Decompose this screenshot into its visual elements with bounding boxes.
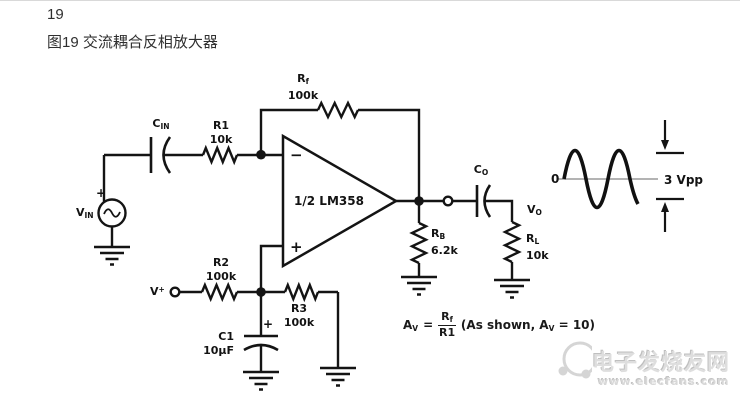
- ground-rl: [492, 278, 532, 299]
- vin-label: VIN: [76, 206, 94, 220]
- formula-lhs: AV: [403, 317, 419, 333]
- ground-vin: [92, 245, 132, 266]
- rl-resistor: [502, 220, 522, 264]
- ground-c1: [241, 370, 281, 391]
- cin-label: CIN: [152, 117, 170, 131]
- rb-resistor: [409, 221, 429, 265]
- waveform: [558, 148, 658, 210]
- figure-caption: 图19 交流耦合反相放大器: [47, 34, 218, 51]
- node-dot-bias: [256, 287, 266, 297]
- r1-resistor: [201, 144, 239, 166]
- sine-wave: [562, 148, 640, 210]
- opamp-triangle: [281, 133, 399, 269]
- formula-equals: =: [423, 318, 434, 333]
- co-label: CO: [473, 163, 489, 177]
- r2-resistor: [200, 281, 239, 303]
- vplus-terminal: [169, 286, 181, 298]
- watermark-site-name: 电子发烧友网: [592, 351, 731, 376]
- vo-label: VO: [527, 203, 542, 217]
- page-number: 19: [47, 6, 64, 23]
- opamp-noninverting-sign: +: [290, 238, 303, 256]
- dimension-arrows: [656, 120, 684, 232]
- ground-r3: [318, 366, 358, 387]
- ground-rb: [399, 275, 439, 296]
- co-capacitor: [475, 184, 492, 218]
- opamp-label: 1/2 LM358: [294, 194, 364, 208]
- c1-capacitor: [243, 334, 279, 352]
- formula-fraction: Rf R1: [438, 310, 456, 340]
- vplus-label: V+: [150, 285, 165, 298]
- output-terminal: [442, 195, 454, 207]
- c1-polarity: +: [263, 317, 274, 331]
- cin-capacitor: [149, 136, 172, 174]
- node-dot-output: [414, 196, 424, 206]
- waveform-vpp-label: 3 Vpp: [664, 173, 703, 187]
- gain-formula: AV = Rf R1 (As shown, AV = 10): [403, 310, 596, 340]
- watermark: 电子发烧友网 www.elecfans.com: [550, 333, 740, 397]
- watermark-url: www.elecfans.com: [598, 375, 730, 388]
- rf-resistor: [316, 100, 360, 120]
- node-dot-inverting: [256, 149, 266, 160]
- waveform-zero-label: 0: [551, 172, 560, 186]
- vin-source: [97, 198, 127, 228]
- r3-resistor: [283, 281, 320, 303]
- formula-note: (As shown, AV = 10): [460, 317, 596, 333]
- opamp-inverting-sign: −: [290, 146, 303, 164]
- watermark-logo: [558, 341, 598, 379]
- top-divider: [0, 0, 740, 1]
- vin-polarity: +: [96, 186, 107, 200]
